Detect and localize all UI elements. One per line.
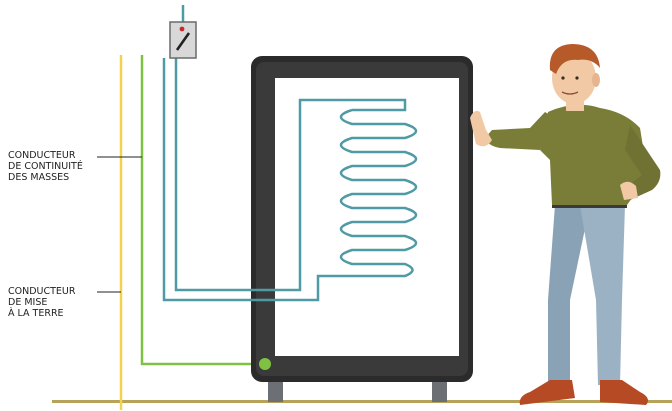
man-shoe-left [519,380,575,405]
earth-conductor-label: CONDUCTEUR DE MISE À LA TERRE [8,286,76,319]
man-hair [549,44,600,74]
man-shoe-right [600,380,648,405]
continuity-conductor-wire [140,55,265,366]
appliance-panel [275,78,459,356]
man-arm-raised [485,112,550,150]
man-shirt [540,104,650,205]
appliance [251,56,473,402]
man-ear [592,73,600,87]
man-leg-front [580,205,625,385]
grounding-dot-icon [259,358,271,370]
man-leg-back [548,205,590,385]
appliance-foot-right [432,380,447,402]
ground-line [52,400,672,403]
appliance-foot-left [268,380,283,402]
heating-coil [162,58,418,302]
continuity-conductor-label: CONDUCTEUR DE CONTINUITÉ DES MASSES [8,150,83,183]
man-illustration [470,44,661,405]
man-hand-hip [620,181,638,200]
man-head [552,52,596,104]
man-hand [470,110,492,147]
heater-circuit [162,5,418,302]
switch-icon [169,21,197,59]
man-arm-hip [625,125,661,200]
